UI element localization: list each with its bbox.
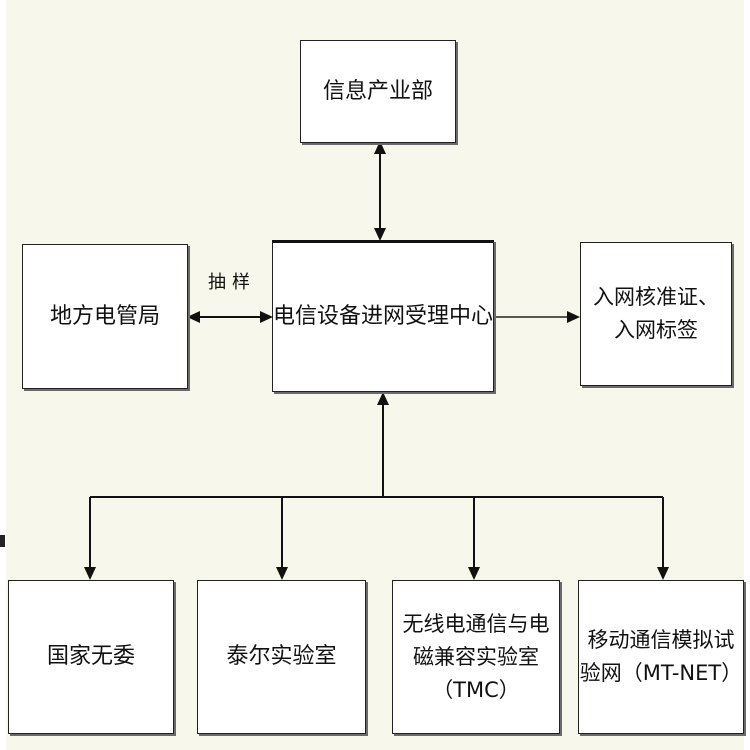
node-acceptance-center: 电信设备进网受理中心	[272, 240, 494, 392]
node-telecom-lab-label: 泰尔实验室	[226, 644, 337, 669]
arrowhead-b1	[84, 567, 96, 580]
node-national-radio-committee: 国家无委	[8, 580, 174, 734]
arrowhead-center-from-left	[260, 311, 273, 323]
node-mt-net-label: 移动通信模拟试 验网（MT-NET）	[579, 628, 743, 685]
sampling-label: 抽样	[208, 272, 256, 293]
node-ministry: 信息产业部	[300, 40, 456, 143]
node-tmc-lab-label: 无线电通信与电 磁兼容实验室 （TMC）	[402, 611, 550, 702]
node-local-bureau-label: 地方电管局	[49, 303, 160, 329]
node-certificate-label: 入网核准证、 入网标签	[593, 285, 719, 342]
arrowhead-b4	[657, 567, 669, 580]
node-mt-net: 移动通信模拟试 验网（MT-NET）	[578, 580, 744, 734]
left-margin	[0, 0, 6, 750]
arrowhead-center-from-top	[374, 228, 386, 241]
arrowhead-b2	[276, 567, 288, 580]
node-telecom-lab: 泰尔实验室	[197, 580, 366, 734]
node-acceptance-center-label: 电信设备进网受理中心	[273, 304, 494, 329]
arrowhead-left	[187, 311, 200, 323]
node-tmc-lab: 无线电通信与电 磁兼容实验室 （TMC）	[392, 580, 560, 734]
node-certificate: 入网核准证、 入网标签	[580, 242, 732, 386]
right-margin	[744, 0, 750, 750]
arrowhead-right	[567, 311, 580, 323]
node-local-bureau: 地方电管局	[22, 244, 188, 389]
node-ministry-label: 信息产业部	[322, 78, 433, 104]
arrowhead-b3	[468, 567, 480, 580]
arrowhead-center-from-bus	[377, 392, 389, 405]
edge-mark	[0, 535, 5, 547]
arrowhead-top	[374, 141, 386, 154]
node-national-radio-committee-label: 国家无委	[46, 644, 135, 669]
